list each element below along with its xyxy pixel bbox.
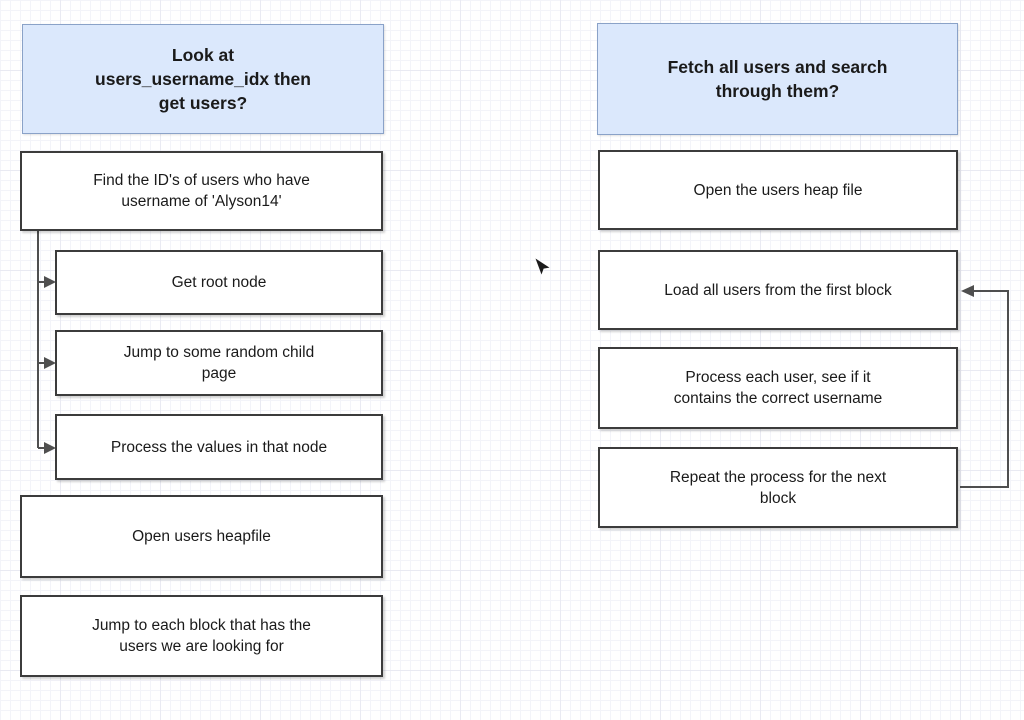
- right-flow-header[interactable]: Fetch all users and search through them?: [597, 23, 958, 135]
- right-step-open-heap-file-label: Open the users heap file: [693, 181, 863, 199]
- left-step-find-ids[interactable]: Find the ID's of users who have username…: [20, 151, 383, 231]
- right-step-repeat-process[interactable]: Repeat the process for the next block: [598, 447, 958, 528]
- right-step-process-each-user-label: Process each user, see if it contains th…: [673, 369, 883, 407]
- right-step-load-users[interactable]: Load all users from the first block: [598, 250, 958, 330]
- left-substep-jump-child-page-label: Jump to some random child page: [123, 344, 315, 382]
- right-step-process-each-user[interactable]: Process each user, see if it contains th…: [598, 347, 958, 429]
- right-loop-arrowhead: [961, 285, 974, 297]
- right-step-repeat-process-label: Repeat the process for the next block: [669, 468, 887, 507]
- right-step-load-users-label: Load all users from the first block: [664, 281, 892, 299]
- left-substep-jump-child-page[interactable]: Jump to some random child page: [55, 330, 383, 396]
- left-step-open-heapfile[interactable]: Open users heapfile: [20, 495, 383, 578]
- left-step-jump-blocks-label: Jump to each block that has the users we…: [92, 617, 311, 655]
- left-branch-connector: [37, 231, 45, 449]
- left-substep-process-values-label: Process the values in that node: [110, 438, 328, 456]
- left-step-find-ids-label: Find the ID's of users who have username…: [93, 172, 310, 210]
- right-loop-connector: [960, 290, 1009, 488]
- left-flow-header-label: Look at users_username_idx then get user…: [95, 45, 311, 113]
- left-substep-get-root-node[interactable]: Get root node: [55, 250, 383, 315]
- right-step-open-heap-file[interactable]: Open the users heap file: [598, 150, 958, 230]
- left-substep-process-values[interactable]: Process the values in that node: [55, 414, 383, 480]
- left-flow-header[interactable]: Look at users_username_idx then get user…: [22, 24, 384, 134]
- right-flow-header-label: Fetch all users and search through them?: [667, 57, 888, 101]
- left-step-jump-blocks[interactable]: Jump to each block that has the users we…: [20, 595, 383, 677]
- left-substep-get-root-node-label: Get root node: [171, 274, 267, 291]
- left-step-open-heapfile-label: Open users heapfile: [132, 528, 271, 545]
